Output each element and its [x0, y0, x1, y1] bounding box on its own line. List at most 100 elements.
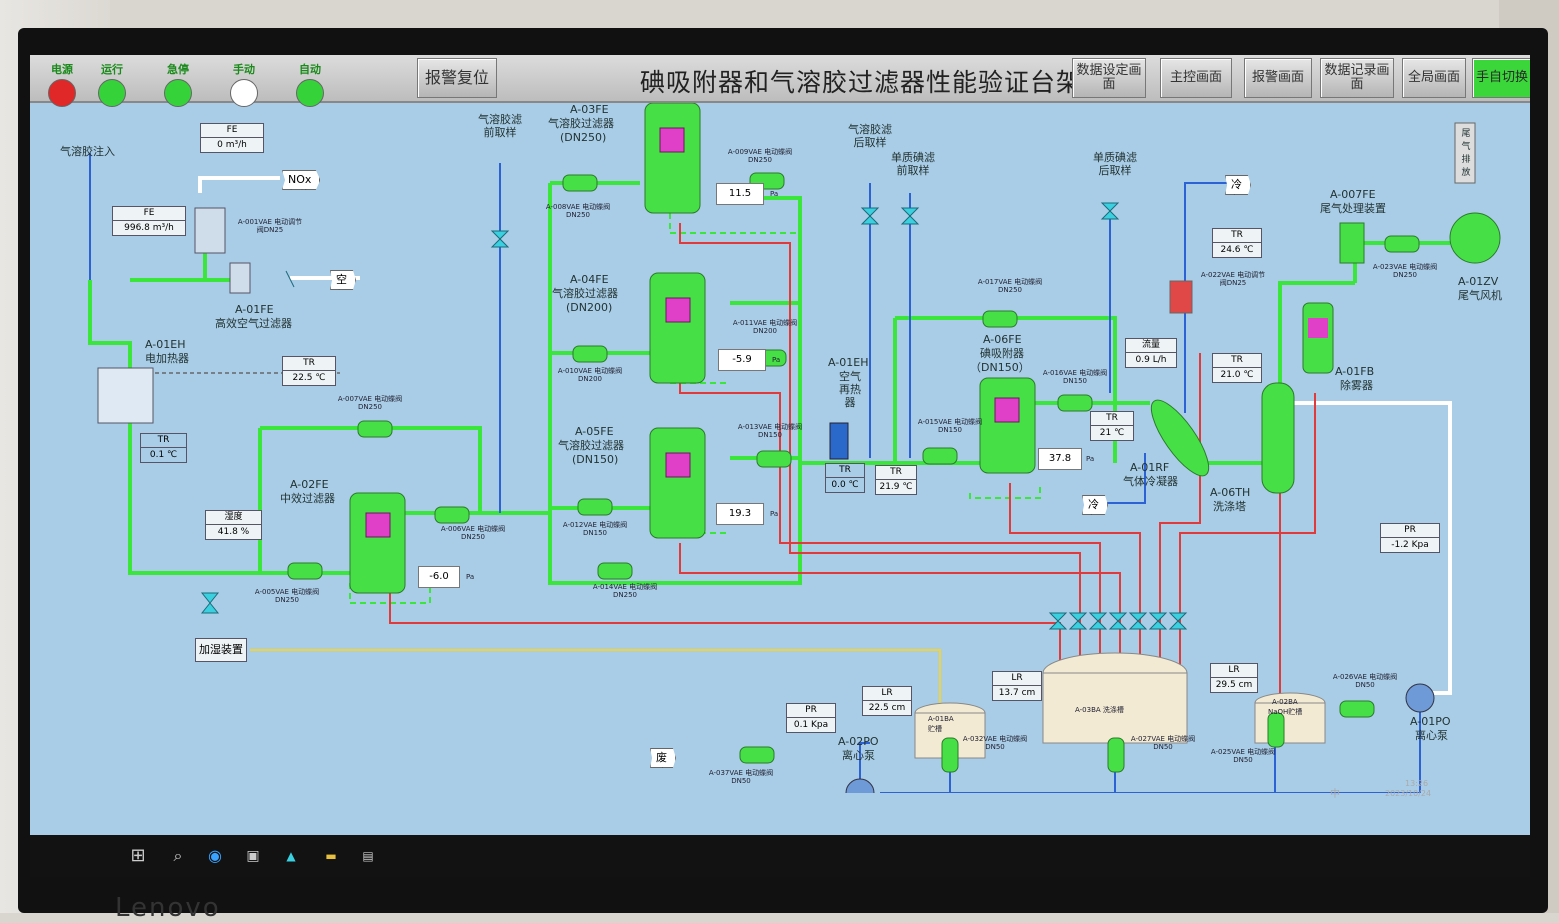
label-a01fb-name: 除雾器 — [1340, 379, 1373, 392]
label-a06fe-name: 碘吸附器 — [980, 347, 1024, 360]
indicator-light — [48, 79, 76, 107]
monitor-brand-logo: Lenovo — [115, 893, 221, 923]
tray-ime: 中 — [1330, 789, 1340, 800]
instrument-lr3: LR 29.5 cm — [1210, 663, 1258, 693]
instrument-tag: TR — [876, 466, 916, 480]
top-toolbar: 电源 运行 急停 手动 自动 报警复位 碘吸附器和气溶胶过滤器性能验证台架 数据… — [30, 55, 1530, 107]
sampling-valves — [200, 202, 1188, 630]
label-a06fe: A-06FE — [983, 333, 1022, 346]
label-a02po: A-02PO — [838, 735, 879, 748]
dp-a03fe-unit: Pa — [770, 190, 779, 198]
alarm-reset-button[interactable]: 报警复位 — [417, 58, 497, 98]
valve-label-026: A-026VAE 电动蝶阀DN50 — [1332, 673, 1398, 689]
tag-nox: NOx气体 — [282, 170, 321, 190]
tag-cooling-drain: 冷却排水 — [1225, 175, 1251, 195]
instrument-value: -1.2 Kpa — [1391, 540, 1429, 550]
app-icon[interactable]: ▣ — [246, 848, 260, 864]
instrument-value: 22.5 ℃ — [292, 373, 326, 383]
instrument-tr3: TR 0.0 ℃ — [825, 463, 865, 493]
label-a02po-name: 离心泵 — [842, 749, 875, 762]
valve-label-037: A-037VAE 电动蝶阀DN50 — [708, 769, 774, 785]
label-a05fe-name: 气溶胶过滤器 — [558, 439, 624, 452]
instrument-value: 0.1 ℃ — [149, 450, 178, 460]
valve-label-010: A-010VAE 电动蝶阀DN200 — [557, 367, 623, 383]
lamp-estop: 急停 — [148, 61, 208, 107]
blue-pipes — [89, 153, 1421, 793]
instrument-tr2: TR 0.1 ℃ — [140, 433, 187, 463]
dp-a04fe-value: -5.9 — [718, 349, 766, 371]
instrument-tag: FE — [201, 124, 263, 138]
label-a02fe-name: 中效过滤器 — [280, 492, 335, 505]
instrument-value: 996.8 m³/h — [124, 223, 174, 233]
label-aerosol-post: 气溶胶滤后取样 — [848, 123, 892, 149]
browser-icon[interactable]: ◉ — [208, 846, 222, 865]
valve-label-008: A-008VAE 电动蝶阀DN250 — [545, 203, 611, 219]
nav-global-button[interactable]: 全局画面 — [1402, 58, 1466, 98]
indicator-light — [296, 79, 324, 107]
label-a01zv: A-01ZV — [1458, 275, 1499, 288]
dp-a06fe-value: 37.8 — [1038, 448, 1082, 470]
page-title: 碘吸附器和气溶胶过滤器性能验证台架 — [640, 68, 1083, 97]
instrument-tag: TR — [141, 434, 186, 448]
valve-label-032: A-032VAE 电动蝶阀DN50 — [962, 735, 1028, 751]
nav-alarm-button[interactable]: 报警画面 — [1244, 58, 1312, 98]
instrument-value: 0.0 ℃ — [831, 480, 859, 490]
instrument-tag: PR — [787, 704, 835, 718]
label-a05fe: A-05FE — [575, 425, 614, 438]
lamp-label: 电源 — [51, 63, 73, 76]
valve-label-016: A-016VAE 电动蝶阀DN150 — [1042, 369, 1108, 385]
dp-a04fe-unit: Pa — [772, 356, 781, 364]
app-icon[interactable]: ▤ — [362, 849, 374, 863]
instrument-value: 22.5 cm — [868, 703, 906, 713]
label-aerosol-inject: 气溶胶注入 — [60, 145, 115, 158]
valve-label-009: A-009VAE 电动蝶阀DN250 — [727, 148, 793, 164]
scada-screen: 电源 运行 急停 手动 自动 报警复位 碘吸附器和气溶胶过滤器性能验证台架 数据… — [30, 55, 1530, 835]
instrument-tag: LR — [993, 672, 1041, 686]
indicator-light — [98, 79, 126, 107]
nav-data-settings-button[interactable]: 数据设定画面 — [1072, 58, 1146, 98]
lamp-manual: 手动 — [214, 61, 274, 107]
tray-date: 2023/10/24 — [1385, 789, 1432, 798]
dp-a03fe-value: 11.5 — [716, 183, 764, 205]
instrument-tag: LR — [1211, 664, 1257, 678]
start-icon[interactable]: ⊞ — [130, 845, 146, 866]
instrument-tag: TR — [1213, 229, 1261, 243]
search-icon[interactable]: ⌕ — [173, 846, 183, 865]
label-a06th-name: 洗涤塔 — [1213, 500, 1246, 513]
nav-data-record-button[interactable]: 数据记录画面 — [1320, 58, 1394, 98]
label-a02ba: A-02BA — [1272, 698, 1298, 706]
instrument-value: 21 ℃ — [1099, 428, 1125, 438]
dp-a06fe-unit: Pa — [1086, 455, 1095, 463]
label-a01eh-air: A-01EH — [828, 356, 869, 369]
label-iodine-post: 单质碘滤后取样 — [1093, 151, 1137, 177]
file-explorer-icon[interactable]: ▬ — [325, 849, 337, 863]
app-icon[interactable]: ▲ — [286, 849, 296, 863]
label-a01zv-name: 尾气风机 — [1458, 289, 1502, 302]
nav-main-control-button[interactable]: 主控画面 — [1160, 58, 1232, 98]
instrument-value: 13.7 cm — [998, 688, 1036, 698]
label-a01ba-name: 贮槽 — [928, 725, 942, 733]
instrument-value: 29.5 cm — [1215, 680, 1253, 690]
instrument-value: 21.0 ℃ — [1220, 370, 1254, 380]
label-a01rf: A-01RF — [1130, 461, 1170, 474]
label-a01eh-name: 电加热器 — [145, 352, 189, 365]
label-a03ba: A-03BA 洗涤槽 — [1075, 706, 1124, 714]
indicator-light — [164, 79, 192, 107]
lamp-power: 电源 — [32, 61, 92, 107]
label-a01po-name: 离心泵 — [1415, 729, 1448, 742]
label-a01ba: A-01BA — [928, 715, 954, 723]
tag-waste-out: 废液排出 — [650, 748, 676, 768]
indicator-light — [230, 79, 258, 107]
label-a03fe-dn: (DN250) — [560, 131, 607, 144]
mode-switch-button[interactable]: 手自切换 — [1472, 58, 1530, 98]
instrument-tag: TR — [826, 464, 864, 478]
valve-label-023: A-023VAE 电动蝶阀DN250 — [1372, 263, 1438, 279]
instrument-value: 0.9 L/h — [1135, 355, 1167, 365]
valve-label-013: A-013VAE 电动蝶阀DN150 — [737, 423, 803, 439]
